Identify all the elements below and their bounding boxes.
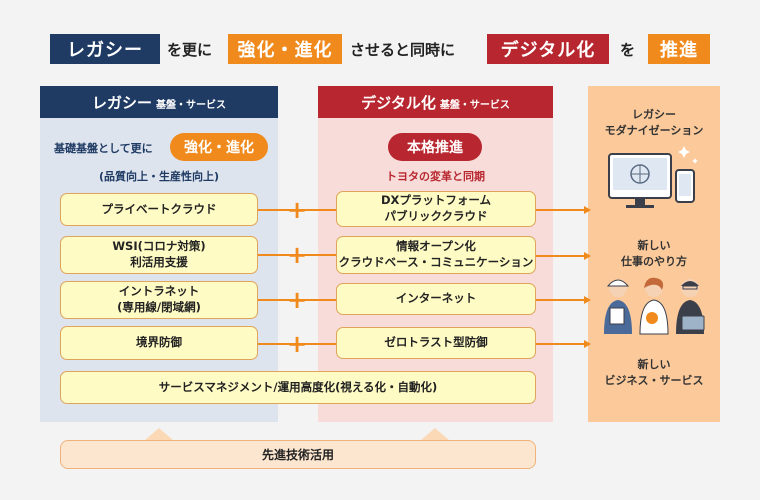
digital-item-internet: インターネット (336, 283, 536, 315)
headline-strengthen: 強化・進化 (228, 34, 342, 64)
people-working-icon (604, 277, 705, 335)
legacy-sub-text: (品質向上・生産性向上) (98, 170, 220, 183)
digital-item-zero-trust: ゼロトラスト型防御 (336, 327, 536, 359)
headline-text-1: を更に (167, 40, 213, 59)
plus-icon: + (287, 330, 308, 358)
legacy-column-title: レガシー (91, 93, 152, 112)
digital-item-label: 情報オープン化 (396, 239, 476, 254)
connector-line-4 (258, 343, 336, 345)
outcome-line: 仕事のやり方 (621, 254, 687, 268)
outcome-legacy-modernization: レガシー モダナイゼーション (588, 107, 720, 139)
headline-text-3: を (620, 40, 636, 59)
outcome-arrow-line (536, 343, 586, 345)
computer-phone-icon (608, 146, 698, 208)
legacy-strengthen-pill: 強化・進化 (170, 133, 268, 161)
service-management-label: サービスマネジメント/運用高度化(視える化・自動化) (158, 379, 438, 394)
legacy-item-wsi: WSI(コロナ対策) 利活用支援 (60, 236, 258, 274)
legacy-item-label: プライベートクラウド (101, 201, 217, 216)
digital-column-subtitle: 基盤・サービス (439, 100, 510, 111)
outcome-line: モダナイゼーション (604, 123, 704, 137)
arrow-right-icon (584, 252, 591, 260)
digital-item-label: インターネット (395, 291, 477, 306)
legacy-item-label: 利活用支援 (130, 255, 188, 269)
outcome-line: 新しい (637, 239, 671, 252)
legacy-item-label: イントラネット (118, 284, 200, 299)
legacy-item-intranet: イントラネット (専用線/閉域網) (60, 281, 258, 319)
digital-sub-text: トヨタの変革と同期 (386, 170, 485, 183)
legacy-intro-text: 基礎基盤として更に (54, 142, 153, 155)
digital-column-header: デジタル化 基盤・サービス (318, 86, 553, 118)
headline-text-2: させると同時に (350, 40, 456, 59)
advanced-tech-bar: 先進技術活用 (60, 440, 536, 469)
headline-legacy: レガシー (50, 34, 160, 64)
outcome-line: レガシー (632, 108, 676, 121)
legacy-item-private-cloud: プライベートクラウド (60, 193, 258, 226)
legacy-column-subtitle: 基盤・サービス (156, 100, 226, 111)
outcome-arrow-line (536, 299, 586, 301)
outcome-column-bg (588, 86, 720, 422)
outcome-arrow-line (536, 255, 586, 257)
up-arrow-icon (421, 428, 449, 440)
arrow-right-icon (584, 340, 591, 348)
arrow-right-icon (584, 206, 591, 214)
connector-line-1 (258, 209, 336, 211)
digital-item-label: ゼロトラスト型防御 (384, 335, 488, 350)
legacy-item-label: WSI(コロナ対策) (112, 239, 206, 254)
plus-icon: + (287, 286, 308, 314)
headline-promote: 推進 (648, 34, 710, 64)
advanced-tech-label: 先進技術活用 (261, 448, 334, 462)
outcome-new-business: 新しい ビジネス・サービス (588, 357, 720, 389)
legacy-item-perimeter-defense: 境界防御 (60, 326, 258, 360)
digital-item-dx-platform: DXプラットフォーム パブリッククラウド (336, 191, 536, 227)
arrow-right-icon (584, 296, 591, 304)
digital-column-title: デジタル化 (361, 93, 436, 112)
plus-icon: + (287, 196, 308, 224)
digital-item-label: DXプラットフォーム (380, 193, 492, 208)
outcome-new-work-style: 新しい 仕事のやり方 (588, 238, 720, 270)
legacy-column-header: レガシー 基盤・サービス (40, 86, 278, 118)
headline-digital: デジタル化 (487, 34, 609, 64)
outcome-line: 新しい (637, 358, 671, 371)
outcome-arrow-line (536, 209, 586, 211)
digital-item-label: クラウドベース・コミュニケーション (338, 255, 534, 269)
connector-line-3 (258, 299, 336, 301)
connector-line-2 (258, 254, 336, 256)
digital-item-info-open: 情報オープン化 クラウドベース・コミュニケーション (336, 236, 536, 274)
legacy-item-label: 境界防御 (136, 335, 182, 350)
legacy-item-label: (専用線/閉域網) (117, 300, 201, 314)
up-arrow-icon (145, 428, 173, 440)
plus-icon: + (287, 241, 308, 269)
outcome-line: ビジネス・サービス (604, 373, 704, 387)
service-management-box: サービスマネジメント/運用高度化(視える化・自動化) (60, 371, 536, 404)
digital-promote-pill: 本格推進 (388, 133, 482, 161)
digital-item-label: パブリッククラウド (384, 209, 488, 223)
